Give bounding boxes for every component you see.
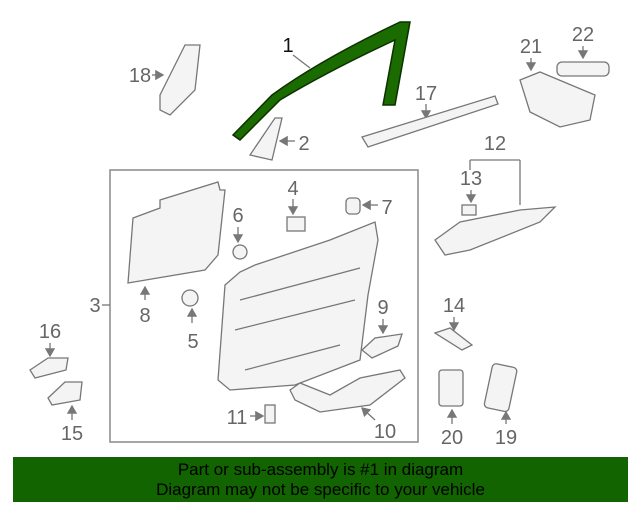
part-16[interactable] <box>29 357 69 379</box>
leader-1 <box>292 54 311 69</box>
part-8-panel[interactable] <box>127 181 226 284</box>
part-4[interactable] <box>286 216 306 232</box>
notice-banner: Part or sub-assembly is #1 in diagram Di… <box>13 457 628 502</box>
callout-4: 4 <box>287 178 298 200</box>
part-5[interactable] <box>181 289 199 307</box>
assembly-box <box>109 169 419 443</box>
part-11[interactable] <box>264 404 276 424</box>
part-1-weatherstrip[interactable] <box>231 21 411 141</box>
part-19[interactable] <box>483 363 518 413</box>
callout-2: 2 <box>298 133 309 155</box>
part-17-strip[interactable] <box>361 95 499 148</box>
part-14[interactable] <box>433 327 474 351</box>
callout-10: 10 <box>374 421 396 443</box>
callout-18: 18 <box>129 65 151 87</box>
part-21-seat-switch[interactable] <box>519 71 596 128</box>
callout-13: 13 <box>460 168 482 190</box>
part-13[interactable] <box>461 204 477 216</box>
part-12-trim[interactable] <box>434 206 557 256</box>
callout-9: 9 <box>377 297 388 319</box>
part-7[interactable] <box>345 197 361 215</box>
part-22[interactable] <box>556 61 610 77</box>
callout-6: 6 <box>232 205 243 227</box>
part-20[interactable] <box>438 369 464 407</box>
callout-22: 22 <box>572 24 594 46</box>
callout-15: 15 <box>61 423 83 445</box>
callout-8: 8 <box>139 305 150 327</box>
callout-12: 12 <box>484 133 506 155</box>
notice-line-2: Diagram may not be specific to your vehi… <box>156 480 485 499</box>
callout-11: 11 <box>227 407 248 429</box>
callout-14: 14 <box>443 295 465 317</box>
part-6[interactable] <box>232 244 248 260</box>
callout-5: 5 <box>187 331 198 353</box>
part-9[interactable] <box>361 333 403 359</box>
callout-17: 17 <box>415 83 437 105</box>
part-15[interactable] <box>47 381 83 406</box>
callout-3: 3 <box>89 295 100 317</box>
callout-1: 1 <box>282 35 293 57</box>
part-10-armrest[interactable] <box>289 369 406 413</box>
callout-19: 19 <box>495 427 517 449</box>
callout-16: 16 <box>39 321 61 343</box>
notice-line-1: Part or sub-assembly is #1 in diagram <box>177 460 464 479</box>
door-trim-panel[interactable] <box>217 221 379 391</box>
callout-21: 21 <box>520 36 542 58</box>
part-2[interactable] <box>248 117 283 161</box>
callout-7: 7 <box>381 197 392 219</box>
part-18-switch[interactable] <box>159 44 201 116</box>
callout-20: 20 <box>441 427 463 449</box>
